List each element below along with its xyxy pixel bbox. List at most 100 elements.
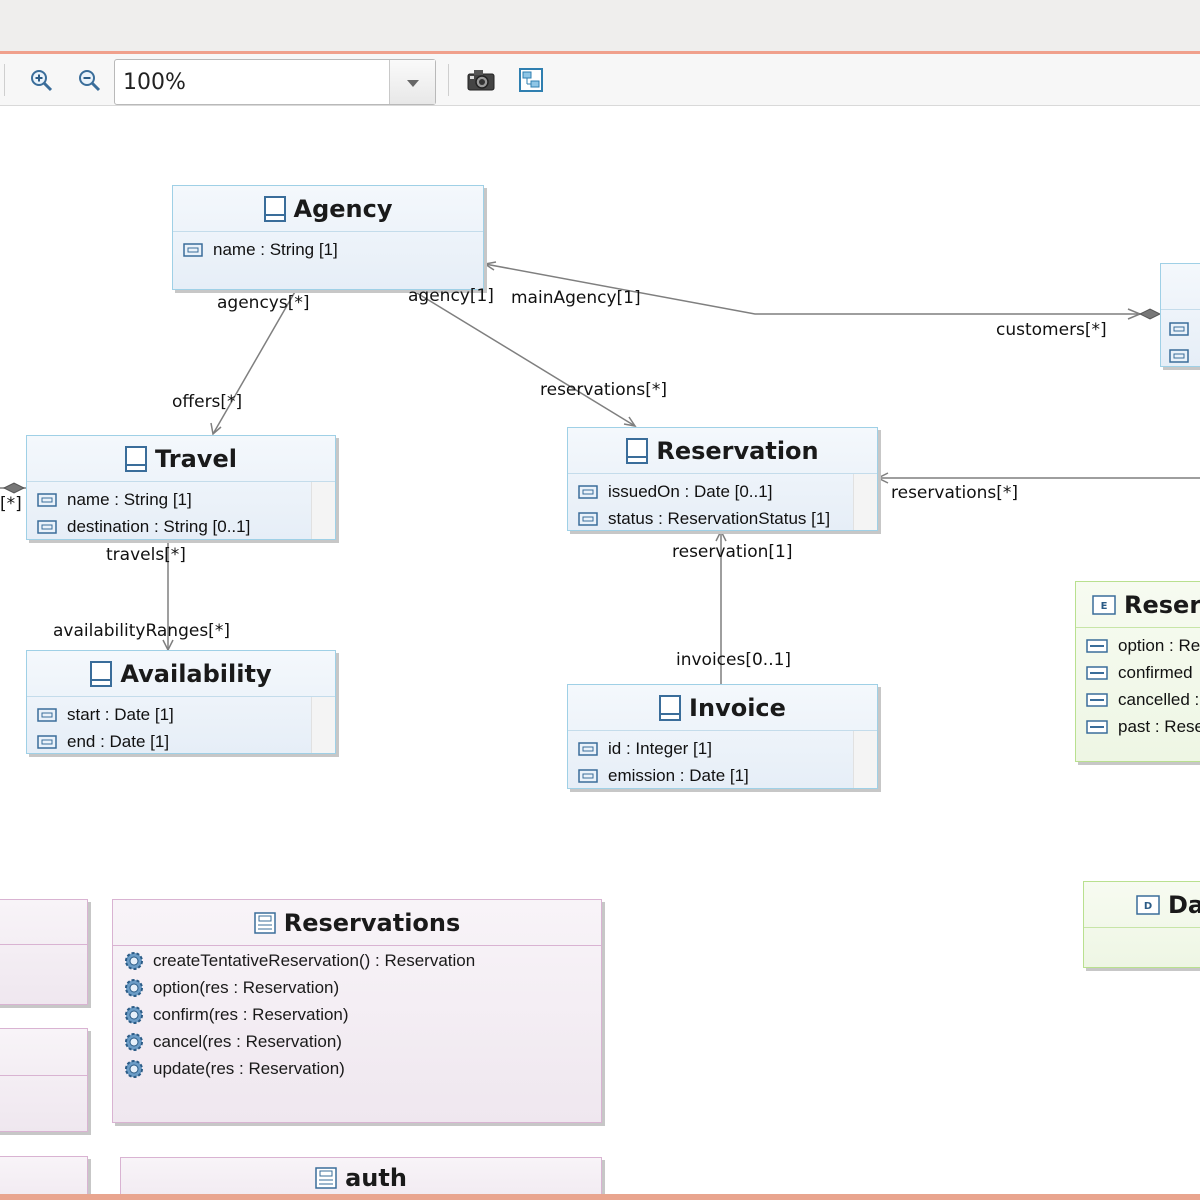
- class-agency-header: Agency: [173, 186, 483, 232]
- datatype-icon: D: [1136, 894, 1160, 915]
- interface-operations: createTentativeReservation() : Reservati…: [113, 946, 601, 1082]
- edge-label-main-agency: mainAgency[1]: [511, 288, 641, 308]
- camera-icon[interactable]: [466, 64, 496, 96]
- attribute-label: destination : String [0..1]: [67, 516, 251, 536]
- literal-icon: [1086, 719, 1108, 734]
- enum-name: Reserv: [1124, 590, 1200, 619]
- enum-literal[interactable]: option : Re: [1076, 632, 1200, 659]
- class-customer-attributes: [1161, 310, 1200, 369]
- diagram-toolbar: 100%: [0, 54, 1200, 106]
- attribute-label: issuedOn : Date [0..1]: [608, 481, 773, 501]
- editor-bottom-border: [0, 1194, 1200, 1200]
- class-travel-header: Travel: [27, 436, 335, 482]
- attribute-label: status : ReservationStatus [1]: [608, 508, 831, 528]
- attribute-row[interactable]: destination : String [0..1]: [27, 513, 335, 540]
- attribute-row[interactable]: id : Integer [1]: [568, 735, 877, 762]
- zoom-out-icon[interactable]: [74, 64, 104, 96]
- edge-label-travels: travels[*]: [106, 545, 186, 565]
- attribute-icon: [183, 242, 203, 257]
- enum-literal[interactable]: confirmed: [1076, 659, 1200, 686]
- enum-literal[interactable]: cancelled :: [1076, 686, 1200, 713]
- attribute-row[interactable]: name : String [1]: [173, 236, 483, 263]
- literal-label: past : Rese: [1118, 716, 1200, 736]
- edge-label-offers: offers[*]: [172, 392, 243, 412]
- interface-reservations[interactable]: Reservations createTentativeReservation(…: [112, 899, 602, 1123]
- class-customer-partial[interactable]: [1160, 263, 1200, 367]
- class-reservation[interactable]: Reservation issuedOn : Date [0..1] statu…: [567, 427, 878, 531]
- attribute-row[interactable]: issuedOn : Date [0..1]: [568, 478, 877, 505]
- operation-row[interactable]: update(res : Reservation): [113, 1055, 601, 1082]
- attribute-label: emission : Date [1]: [608, 765, 749, 785]
- enum-header: E Reserv: [1076, 582, 1200, 628]
- class-travel[interactable]: Travel name : String [1] destination : S…: [26, 435, 336, 540]
- class-invoice-attributes: id : Integer [1] emission : Date [1]: [568, 731, 877, 789]
- interface-auth[interactable]: auth: [120, 1157, 602, 1200]
- attribute-icon: [1169, 315, 1200, 342]
- attribute-icon: [578, 484, 598, 499]
- enum-icon: E: [1092, 594, 1116, 615]
- compartment-scrollbar[interactable]: [853, 474, 877, 530]
- enum-reservation-status[interactable]: E Reserv option : Re confirmed cancelled…: [1075, 581, 1200, 762]
- class-invoice[interactable]: Invoice id : Integer [1] emission : Date…: [567, 684, 878, 789]
- class-travel-attributes: name : String [1] destination : String […: [27, 482, 335, 540]
- operation-row[interactable]: createTentativeReservation() : Reservati…: [113, 947, 601, 974]
- attribute-row[interactable]: start : Date [1]: [27, 701, 335, 728]
- class-availability-name: Availability: [120, 659, 272, 688]
- toolbar-separator: [448, 64, 449, 96]
- zoom-level-combo[interactable]: 100%: [114, 59, 436, 105]
- class-agency-attributes: name : String [1]: [173, 232, 483, 263]
- operation-row[interactable]: confirm(res : Reservation): [113, 1001, 601, 1028]
- attribute-label: end : Date [1]: [67, 731, 170, 751]
- class-agency[interactable]: Agency name : String [1]: [172, 185, 484, 290]
- zoom-dropdown-button[interactable]: [389, 60, 435, 104]
- compartment-divider: [0, 944, 87, 945]
- edge-label-agencys: agencys[*]: [217, 293, 310, 313]
- operation-label: createTentativeReservation() : Reservati…: [153, 950, 476, 970]
- attribute-label: name : String [1]: [213, 239, 338, 259]
- class-invoice-header: Invoice: [568, 685, 877, 731]
- operation-row[interactable]: option(res : Reservation): [113, 974, 601, 1001]
- class-icon: [626, 437, 649, 464]
- chevron-down-icon: [406, 73, 420, 92]
- layout-icon[interactable]: [516, 64, 546, 96]
- compartment-scrollbar[interactable]: [853, 731, 877, 788]
- attribute-row[interactable]: status : ReservationStatus [1]: [568, 505, 877, 532]
- operation-row[interactable]: cancel(res : Reservation): [113, 1028, 601, 1055]
- attribute-label: start : Date [1]: [67, 704, 174, 724]
- attribute-icon: [37, 707, 57, 722]
- svg-text:E: E: [1101, 601, 1108, 612]
- edge-label-left-multiplicity: [*]: [0, 494, 22, 514]
- literal-label: confirmed: [1118, 662, 1193, 682]
- class-availability[interactable]: Availability start : Date [1] end : Date…: [26, 650, 336, 754]
- edge-label-invoices: invoices[0..1]: [676, 650, 792, 670]
- class-icon: [90, 660, 113, 687]
- attribute-icon: [578, 741, 598, 756]
- compartment-scrollbar[interactable]: [311, 697, 335, 753]
- attribute-row[interactable]: name : String [1]: [27, 486, 335, 513]
- gear-icon: [123, 1031, 145, 1053]
- edge-label-agency: agency[1]: [408, 286, 494, 306]
- edge-label-reservations: reservations[*]: [891, 483, 1019, 503]
- gear-icon: [123, 977, 145, 999]
- compartment-scrollbar[interactable]: [311, 482, 335, 539]
- class-icon: [659, 694, 682, 721]
- attribute-row[interactable]: emission : Date [1]: [568, 762, 877, 789]
- interface-partial-left[interactable]: [0, 1156, 88, 1200]
- interface-reservations-name: Reservations: [283, 908, 461, 937]
- attribute-icon: [578, 511, 598, 526]
- datatype-partial[interactable]: D Da: [1083, 881, 1200, 968]
- class-icon: [263, 195, 286, 222]
- attribute-row[interactable]: end : Date [1]: [27, 728, 335, 755]
- edge-label-reservations: reservations[*]: [540, 380, 668, 400]
- interface-partial-left[interactable]: [0, 899, 88, 1005]
- zoom-in-icon[interactable]: [26, 64, 56, 96]
- enum-literal[interactable]: past : Rese: [1076, 713, 1200, 740]
- literal-label: option : Re: [1118, 635, 1200, 655]
- attribute-label: name : String [1]: [67, 489, 192, 509]
- interface-auth-header: auth: [121, 1158, 601, 1198]
- gear-icon: [123, 950, 145, 972]
- edge-label-customers: customers[*]: [996, 320, 1107, 340]
- zoom-level-value[interactable]: 100%: [123, 70, 186, 95]
- interface-partial-left[interactable]: [0, 1028, 88, 1132]
- class-agency-name: Agency: [293, 194, 393, 223]
